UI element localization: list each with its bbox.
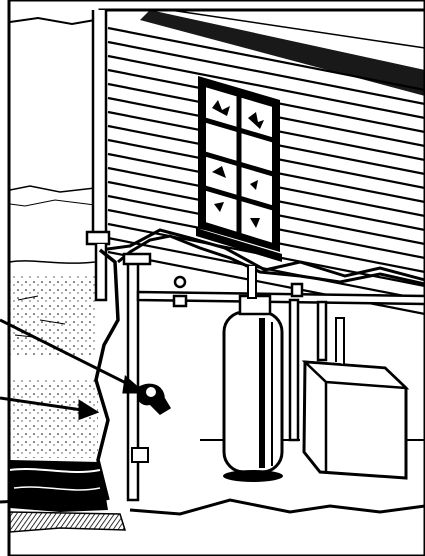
window — [196, 76, 282, 262]
